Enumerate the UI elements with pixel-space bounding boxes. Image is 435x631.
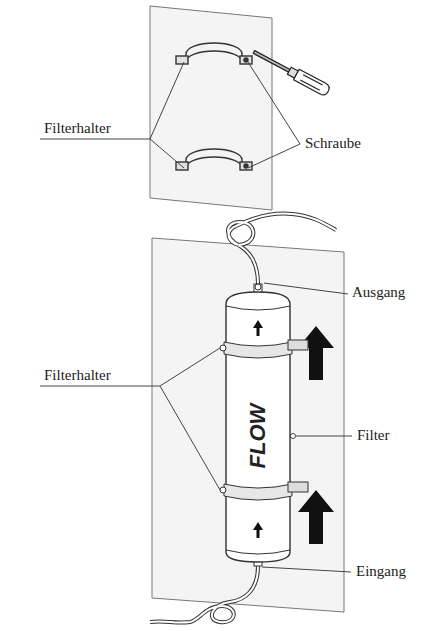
leader-line [160, 348, 220, 386]
leader-line [264, 283, 348, 294]
clip-tab [240, 56, 252, 64]
outlet-port [255, 284, 261, 290]
clip-ring [186, 51, 242, 62]
screwdriver [251, 47, 331, 97]
screw-head [244, 164, 248, 168]
filter-clip [224, 342, 292, 358]
leader-line [160, 386, 220, 490]
screwdriver-handle [294, 69, 331, 96]
clip-ring [186, 149, 242, 160]
clip-ring [186, 43, 242, 54]
small-flow-arrow [253, 320, 263, 336]
leader-line [40, 386, 160, 387]
leader-line [248, 144, 300, 168]
leader-line [262, 567, 351, 572]
clip-dot [220, 345, 226, 351]
clip-dot [220, 487, 226, 493]
flow-arrow [298, 490, 334, 544]
clip-tab [288, 482, 308, 492]
handle-grip [300, 80, 319, 90]
tube-outline [228, 214, 336, 284]
cap-line [226, 550, 290, 554]
part-label: Schraube [305, 135, 361, 152]
part-label: Filterhalter [44, 367, 111, 384]
filter-clip [224, 484, 292, 500]
filter-clip [176, 43, 252, 64]
leader-line [296, 436, 352, 437]
leader-dot [291, 434, 296, 439]
tube-inner [150, 566, 258, 623]
wall-plate [152, 238, 344, 612]
leader-line [40, 139, 150, 140]
clip-ring [186, 157, 242, 168]
clip-tab [240, 162, 252, 170]
part-label: Filterhalter [44, 120, 111, 137]
leader-lines [40, 283, 352, 572]
screwdriver-shaft [253, 51, 290, 72]
leader-line [150, 139, 184, 168]
tube [150, 214, 336, 623]
small-flow-arrow [253, 522, 263, 538]
filter-cartridge: FLOW [224, 284, 292, 566]
filter-body [226, 292, 290, 562]
flow-arrow [298, 326, 334, 380]
part-label: Ausgang [352, 284, 405, 301]
clip-tab [288, 340, 308, 350]
part-label: Filter [357, 427, 390, 444]
part-label: Eingang [356, 563, 406, 580]
tube-outline [150, 566, 258, 623]
filter-clip [176, 149, 252, 170]
clip-tab [176, 56, 188, 64]
tube-inner [228, 214, 336, 284]
leader-line [150, 62, 184, 139]
wall-plate [150, 6, 272, 210]
leader-line [248, 62, 300, 144]
cap-line [226, 306, 290, 310]
leader-lines [40, 62, 300, 168]
screw-head [244, 58, 248, 62]
flow-marking: FLOW [246, 404, 270, 469]
